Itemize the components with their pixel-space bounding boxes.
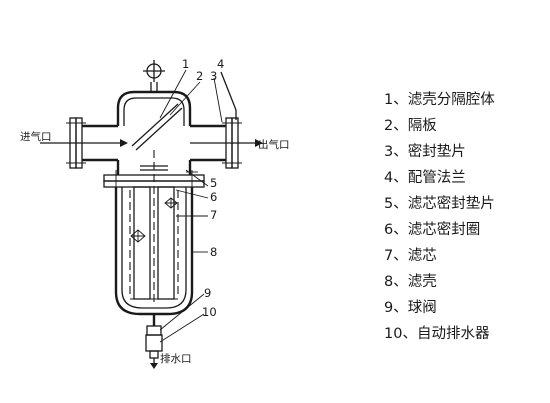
callout-5: 5	[210, 176, 217, 190]
drain-label: 排水口	[160, 352, 192, 365]
callout-6: 6	[210, 190, 217, 204]
legend-item-5: 5、滤芯密封垫片	[384, 195, 495, 212]
leader-lines	[159, 69, 223, 343]
legend-item-9: 9、球阀	[384, 299, 437, 316]
legend-item-8: 8、滤壳	[384, 273, 437, 290]
outlet-label: 出气口	[258, 138, 290, 151]
callout-7: 7	[210, 208, 217, 222]
legend-item-4: 4、配管法兰	[384, 169, 466, 186]
legend-item-1: 1、滤壳分隔腔体	[384, 91, 495, 108]
callout-4: 4	[217, 57, 224, 71]
legend-item-6: 6、滤芯密封圈	[384, 221, 480, 238]
pipe-support-bracket	[220, 71, 237, 120]
partition-plate	[131, 103, 183, 151]
callout-9: 9	[204, 286, 211, 300]
filter-elements	[129, 150, 179, 306]
legend-item-10: 10、自动排水器	[384, 325, 490, 342]
callout-3: 3	[210, 69, 217, 83]
flow-arrows	[40, 139, 263, 147]
callout-8: 8	[210, 245, 217, 259]
legend-item-3: 3、密封垫片	[384, 143, 466, 160]
drain-assembly	[145, 314, 163, 369]
lifting-eye	[143, 60, 165, 92]
callout-2: 2	[196, 69, 203, 83]
legend: 1、滤壳分隔腔体 2、隔板 3、密封垫片 4、配管法兰 5、滤芯密封垫片 6、滤…	[384, 91, 495, 342]
legend-item-7: 7、滤芯	[384, 247, 437, 264]
callout-1: 1	[182, 57, 189, 71]
callout-10: 10	[202, 305, 217, 319]
legend-item-2: 2、隔板	[384, 116, 437, 134]
inlet-label: 进气口	[20, 130, 52, 143]
